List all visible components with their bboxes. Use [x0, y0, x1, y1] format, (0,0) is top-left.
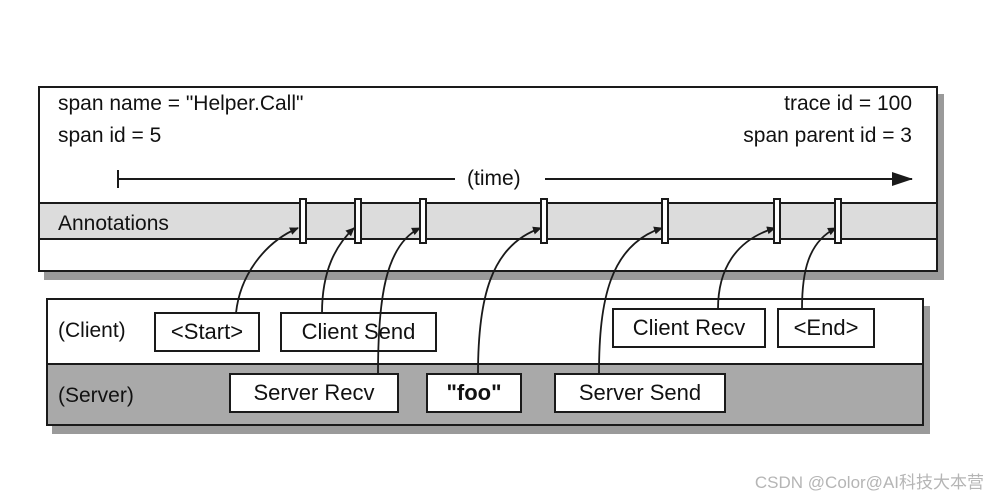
annotation-tick-client-send [354, 198, 362, 244]
arrow-server-recv [377, 227, 421, 375]
client-recv-event-box: Client Recv [612, 308, 766, 348]
span-id-label: span id = 5 [58, 124, 162, 147]
annotation-tick-end [834, 198, 842, 244]
annotation-tick-server-recv [419, 198, 427, 244]
arrow-end [801, 227, 837, 310]
annotation-tick-server-send [661, 198, 669, 244]
span-name-label: span name = "Helper.Call" [58, 92, 304, 115]
watermark: CSDN @Color@AI科技大本营 [754, 473, 984, 492]
client-send-event-box: Client Send [280, 312, 437, 352]
foo-event-box: "foo" [426, 373, 522, 413]
arrow-foo [477, 226, 542, 375]
arrow-server-send [598, 226, 663, 375]
annotations-band [40, 202, 936, 240]
client-row-label: (Client) [58, 319, 126, 342]
annotation-tick-start [299, 198, 307, 244]
arrow-client-recv [717, 226, 776, 310]
start-event-box: <Start> [154, 312, 260, 352]
trace-id-label: trace id = 100 [784, 92, 912, 115]
arrow-start [235, 227, 299, 314]
annotation-tick-foo [540, 198, 548, 244]
arrow-client-send [321, 227, 355, 314]
server-send-event-box: Server Send [554, 373, 726, 413]
annotation-tick-client-recv [773, 198, 781, 244]
end-event-box: <End> [777, 308, 875, 348]
server-recv-event-box: Server Recv [229, 373, 399, 413]
time-axis-label: (time) [467, 167, 521, 190]
annotations-label: Annotations [58, 212, 169, 235]
server-row-label: (Server) [58, 384, 134, 407]
span-parent-id-label: span parent id = 3 [743, 124, 912, 147]
